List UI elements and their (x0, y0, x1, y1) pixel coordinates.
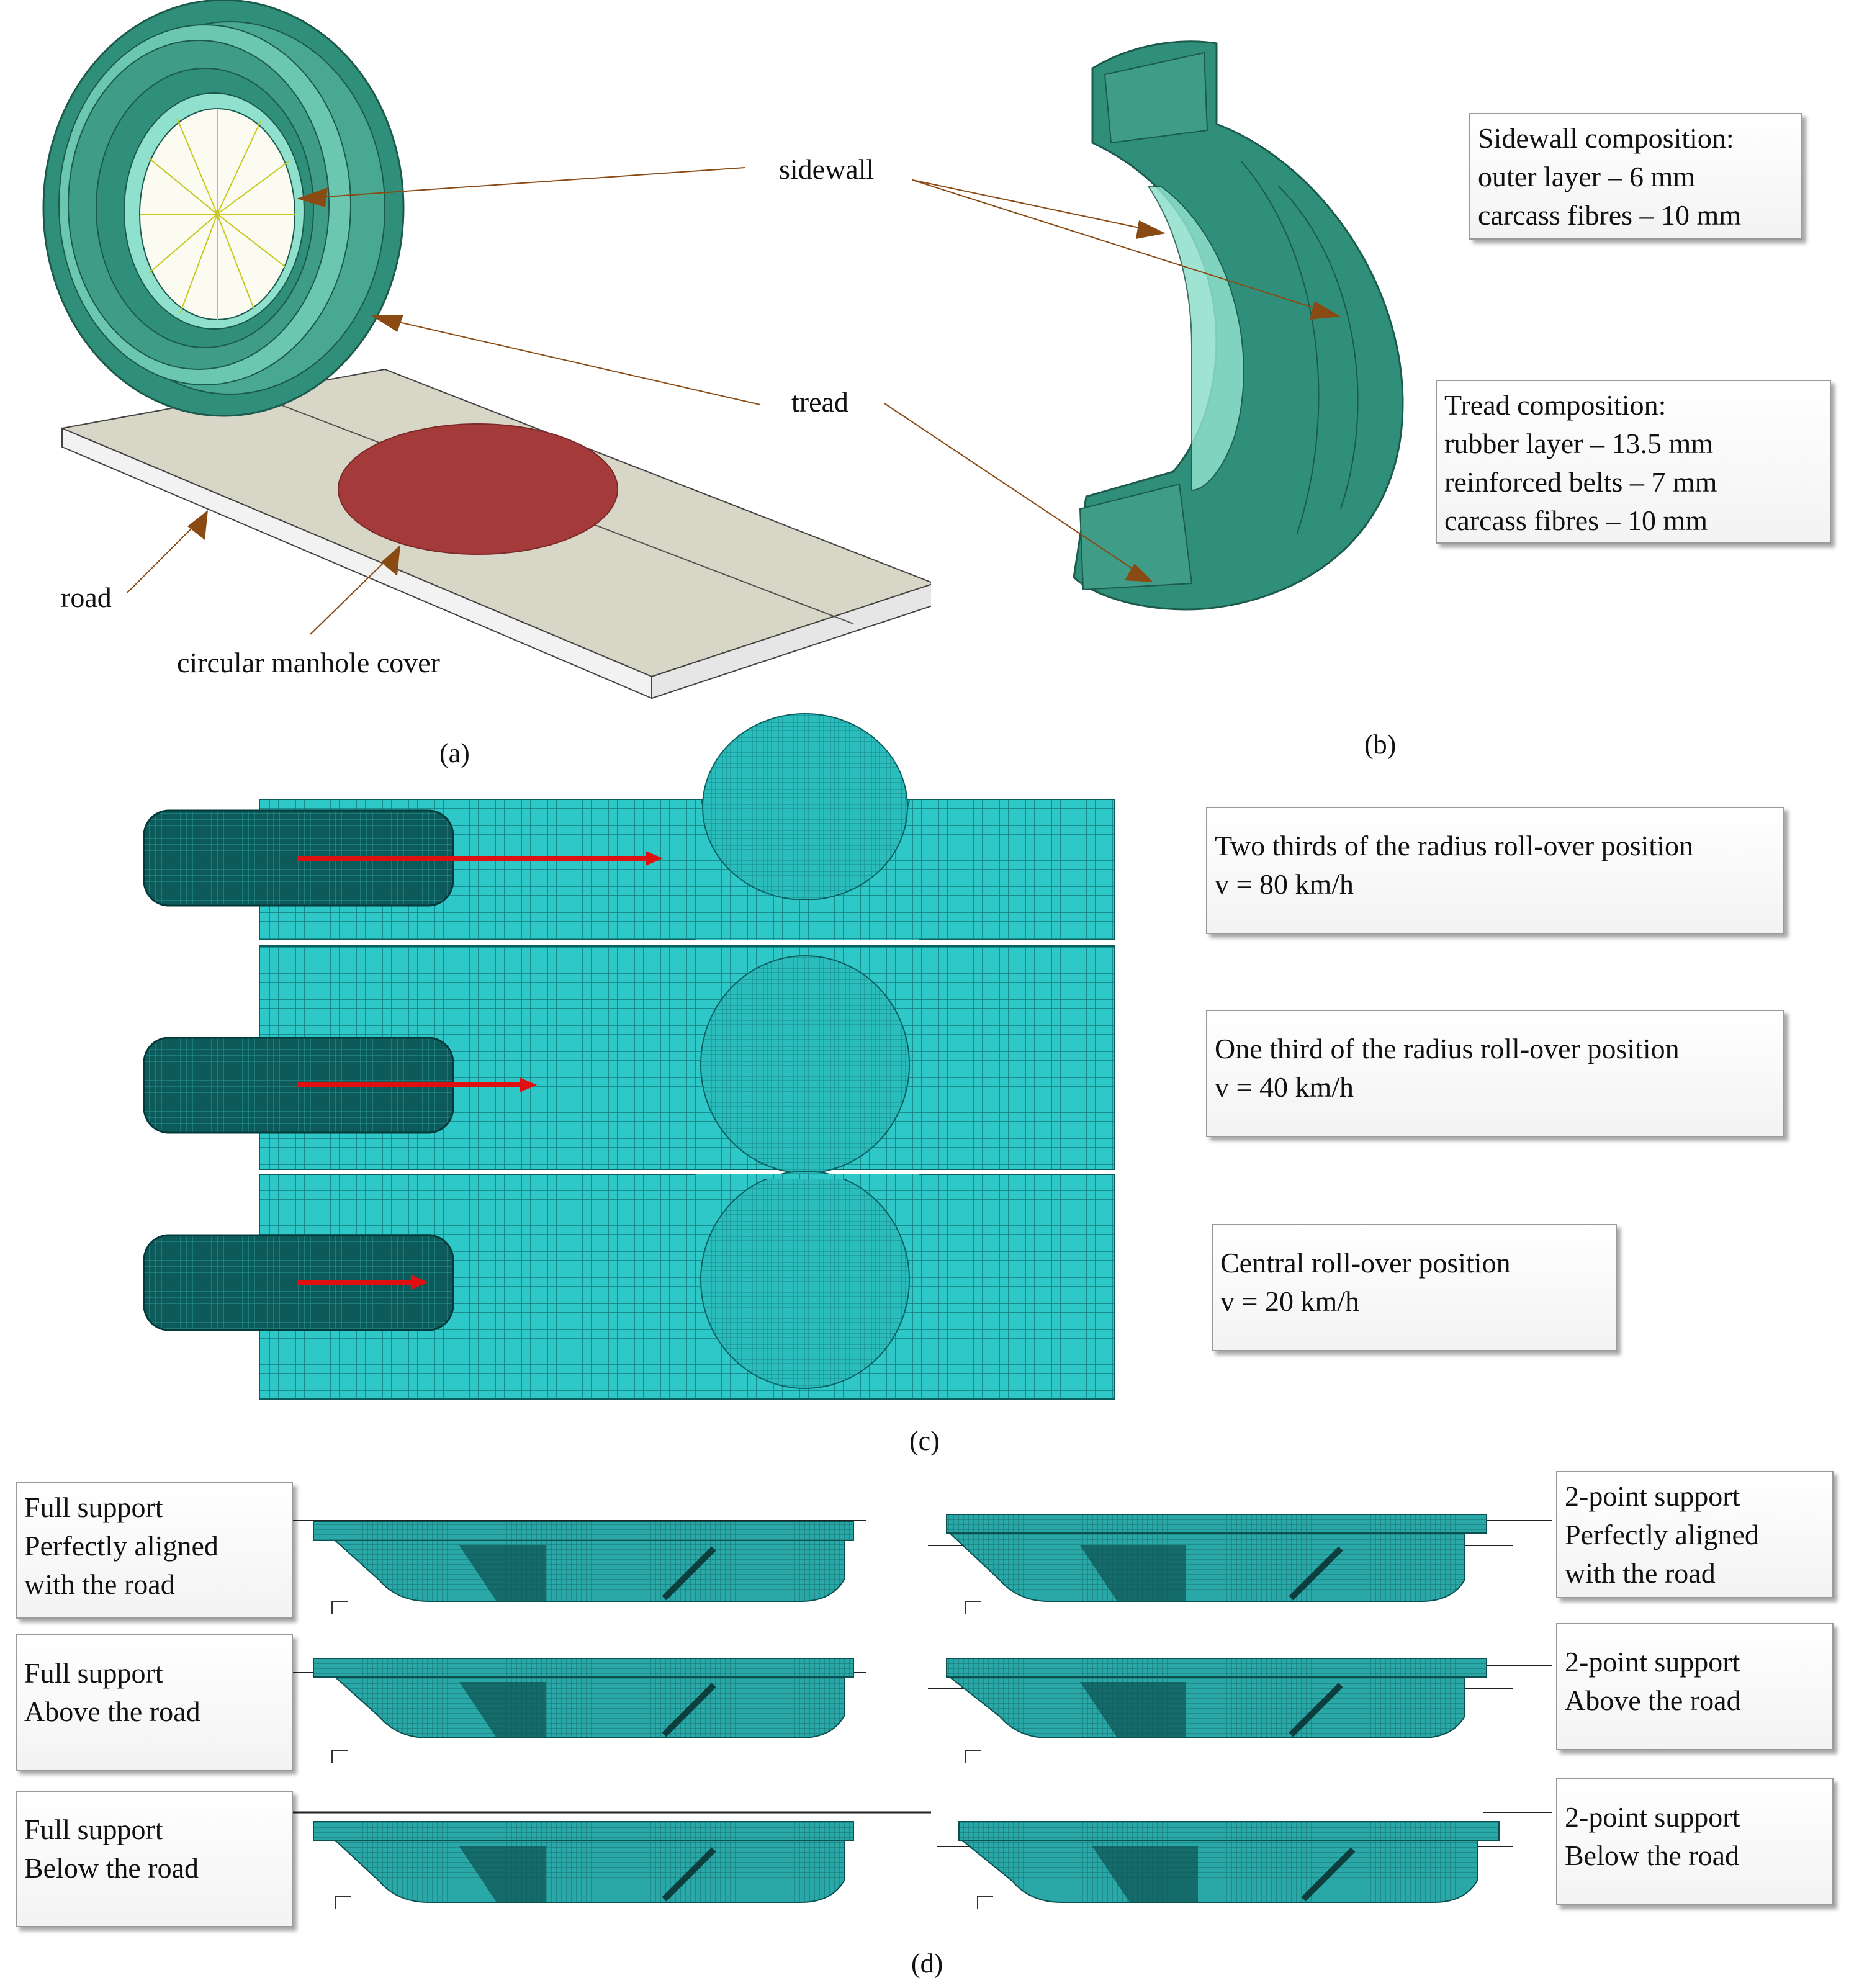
position-box-3: Central roll-over position v = 20 km/h (1212, 1224, 1617, 1351)
support-line: with the road (24, 1568, 175, 1600)
two-point-aligned-box: 2-point support Perfectly aligned with t… (1556, 1471, 1834, 1598)
support-line: with the road (1565, 1557, 1716, 1589)
support-line: Above the road (1565, 1684, 1741, 1716)
full-support-below-box: Full support Below the road (16, 1791, 293, 1927)
full-support-aligned-box: Full support Perfectly aligned with the … (16, 1482, 293, 1619)
support-line: Perfectly aligned (24, 1530, 218, 1562)
support-line: Below the road (1565, 1840, 1740, 1871)
position-box-1: Two thirds of the radius roll-over posit… (1206, 807, 1784, 934)
position-box-2: One third of the radius roll-over positi… (1206, 1010, 1784, 1137)
support-line: 2-point support (1565, 1801, 1740, 1833)
position-title: Two thirds of the radius roll-over posit… (1215, 830, 1693, 861)
support-line: 2-point support (1565, 1646, 1740, 1678)
panel-c-tag: (c) (909, 1426, 940, 1456)
position-title: One third of the radius roll-over positi… (1215, 1033, 1680, 1064)
panel-c-figure (143, 0, 1115, 1400)
manhole-cover (338, 423, 618, 555)
support-line: Perfectly aligned (1565, 1519, 1759, 1550)
manhole-mesh-3 (700, 1171, 910, 1389)
position-speed: v = 80 km/h (1215, 868, 1354, 900)
tread-composition-line: Tread composition: (1444, 389, 1667, 421)
sidewall-composition-line: outer layer – 6 mm (1478, 161, 1696, 192)
sidewall-composition-box: Sidewall composition: outer layer – 6 mm… (1469, 113, 1802, 240)
sidewall-label: sidewall (779, 153, 875, 185)
section-2pt-below (937, 1812, 1552, 1903)
support-line: Below the road (24, 1852, 199, 1884)
manhole-label: circular manhole cover (177, 647, 440, 678)
tread-composition-line: reinforced belts – 7 mm (1444, 466, 1717, 498)
tread-label: tread (791, 386, 848, 418)
support-line: Above the road (24, 1696, 200, 1727)
panel-b-tag: (b) (1364, 729, 1397, 760)
position-speed: v = 20 km/h (1220, 1285, 1360, 1317)
panel-a-tag: (a) (439, 738, 470, 768)
tyre-3d (42, 0, 405, 417)
sidewall-composition-line: carcass fibres – 10 mm (1478, 199, 1742, 231)
tread-composition-line: rubber layer – 13.5 mm (1444, 428, 1714, 459)
tyre-cutaway (1073, 40, 1404, 611)
panel-b-figure (884, 40, 1404, 611)
section-full-above (293, 1658, 866, 1738)
sidewall-composition-line: Sidewall composition: (1478, 122, 1734, 154)
section-2pt-aligned (928, 1514, 1552, 1602)
position-speed: v = 40 km/h (1215, 1071, 1354, 1103)
support-line: 2-point support (1565, 1480, 1740, 1512)
tread-composition-box: Tread composition: rubber layer – 13.5 m… (1436, 380, 1831, 544)
section-2pt-above (928, 1658, 1552, 1738)
support-line: Full support (24, 1491, 163, 1523)
support-line: Full support (24, 1814, 163, 1845)
panel-a-figure (42, 0, 931, 699)
road-slab-end (651, 583, 931, 699)
support-line: Full support (24, 1657, 163, 1689)
section-full-aligned (293, 1520, 866, 1602)
section-full-below (293, 1811, 931, 1903)
tread-composition-line: carcass fibres – 10 mm (1444, 505, 1708, 536)
axis-triads (331, 1601, 993, 1909)
position-title: Central roll-over position (1220, 1247, 1511, 1279)
full-support-above-box: Full support Above the road (16, 1634, 293, 1771)
panel-d-tag: (d) (911, 1948, 943, 1979)
two-point-above-box: 2-point support Above the road (1556, 1623, 1834, 1750)
road-label: road (61, 582, 112, 613)
two-point-below-box: 2-point support Below the road (1556, 1778, 1834, 1905)
